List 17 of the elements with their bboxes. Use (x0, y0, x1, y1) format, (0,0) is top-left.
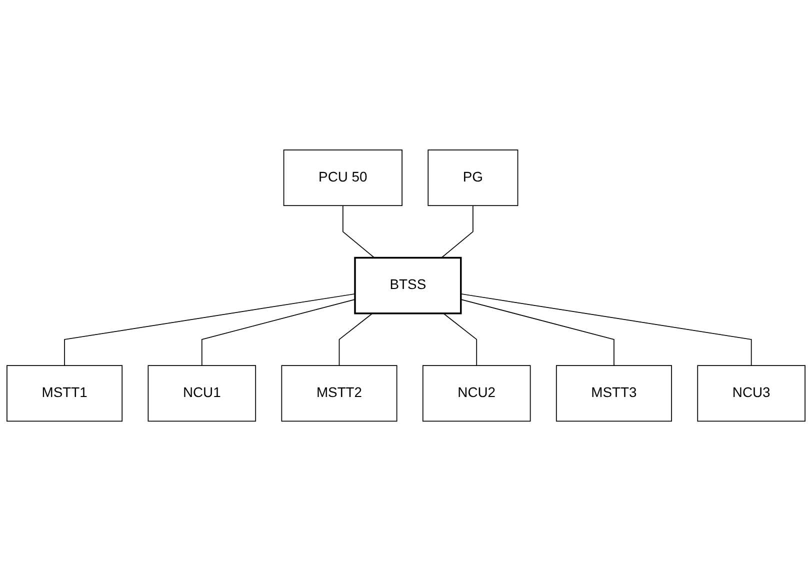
connector (460, 294, 752, 366)
connector (460, 299, 614, 366)
connector (442, 313, 478, 366)
node-box: MSTT1 (6, 366, 123, 422)
connector (338, 313, 373, 366)
node-box: NCU3 (697, 366, 806, 422)
node-box: NCU1 (148, 366, 256, 422)
node-box: MSTT3 (556, 366, 672, 422)
node-box: PG (428, 150, 518, 206)
connector (441, 206, 474, 259)
connector (342, 206, 375, 259)
node-box: PCU 50 (283, 150, 402, 206)
node-box: NCU2 (422, 366, 531, 422)
node-box: MSTT2 (281, 366, 398, 422)
node-box: BTSS (354, 257, 462, 315)
connector (64, 294, 356, 366)
connector (201, 299, 356, 366)
